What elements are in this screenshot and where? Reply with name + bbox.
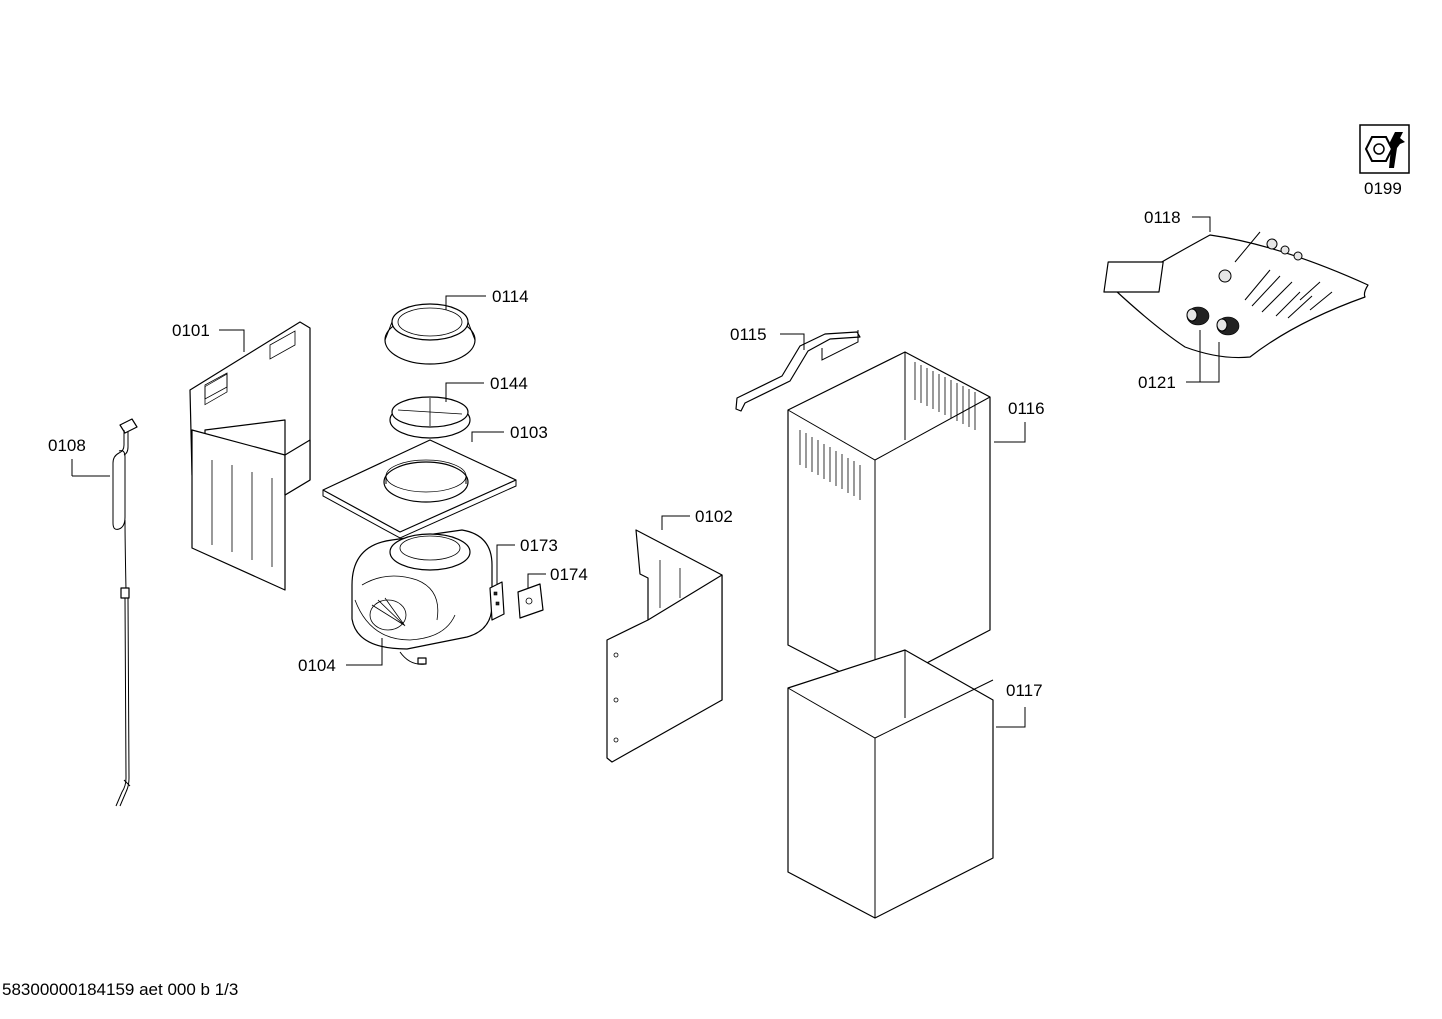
part-0173-module [489, 581, 505, 621]
part-0101-frame [189, 321, 311, 591]
callout-0108: 0108 [48, 436, 110, 477]
part-0114-duct-ring [384, 303, 476, 365]
callout-0114: 0114 [445, 287, 529, 310]
callout-0102: 0102 [661, 507, 733, 530]
part-0108-power-cord [112, 418, 138, 807]
label-0173: 0173 [520, 536, 558, 555]
callout-0121: 0121 [1138, 330, 1220, 392]
label-0115: 0115 [730, 325, 767, 344]
callout-0115: 0115 [730, 325, 805, 350]
label-0117: 0117 [1006, 681, 1043, 700]
callout-0116: 0116 [994, 399, 1045, 443]
part-0102-bracket [606, 529, 723, 763]
label-0101: 0101 [172, 321, 210, 340]
callout-0174: 0174 [527, 565, 588, 588]
wrench-nut-icon [1364, 132, 1405, 168]
label-0144: 0144 [490, 374, 528, 393]
document-code: 58300000184159 aet 000 b 1/3 [2, 980, 239, 999]
callout-0103: 0103 [471, 423, 548, 442]
part-0118-accessory-bag [1103, 231, 1369, 359]
part-0103-cover-plate [322, 439, 517, 539]
label-0118: 0118 [1144, 208, 1181, 227]
callout-0118: 0118 [1144, 208, 1211, 232]
part-0144-flap-ring [389, 396, 471, 439]
label-0121: 0121 [1138, 373, 1176, 392]
part-0199-tool-icon [1359, 124, 1410, 174]
part-0104-fan-motor [351, 529, 493, 665]
part-0174-plate [517, 583, 544, 619]
callout-0101: 0101 [172, 321, 245, 352]
callout-0144: 0144 [445, 374, 528, 402]
callout-0173: 0173 [496, 536, 558, 585]
part-0117-lower-chimney [787, 649, 994, 919]
label-0102: 0102 [695, 507, 733, 526]
label-0174: 0174 [550, 565, 588, 584]
label-0108: 0108 [48, 436, 86, 455]
callout-0117: 0117 [996, 681, 1043, 728]
part-0115-bracket [735, 330, 861, 412]
vent-slots-left [799, 430, 861, 500]
part-0116-upper-chimney [787, 351, 991, 691]
label-0103: 0103 [510, 423, 548, 442]
callout-0104: 0104 [298, 638, 383, 675]
label-0199: 0199 [1364, 179, 1402, 198]
vent-slots-right [914, 362, 976, 430]
label-0104: 0104 [298, 656, 336, 675]
knob-pair [1186, 306, 1240, 336]
label-0114: 0114 [492, 287, 529, 306]
label-0116: 0116 [1008, 399, 1045, 418]
